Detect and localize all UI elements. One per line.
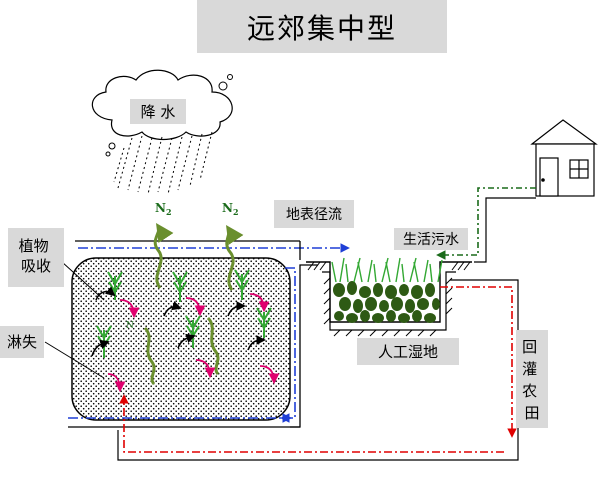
uptake-arrow-1 <box>95 286 116 301</box>
wetland-label: 人工湿地 <box>378 343 438 361</box>
n2-gas-arrow-right <box>225 225 244 291</box>
n2-label-right: N2 <box>222 201 239 217</box>
uptake-arrow-2 <box>163 301 182 317</box>
irrigation-label: 回 灌 农 田 <box>522 338 542 422</box>
farmland-soil <box>71 257 291 421</box>
surface-runoff-label: 地表径流 <box>286 207 342 223</box>
leach-arrow-3 <box>249 293 270 313</box>
plant-uptake-callout <box>61 261 105 301</box>
sewage-flow-arrow <box>436 187 536 260</box>
rain-label: 降 水 <box>141 103 176 121</box>
leaching-callout <box>44 341 105 379</box>
leaching-label-box <box>0 326 44 358</box>
leach-arrow-2 <box>185 297 206 317</box>
domestic-sewage-label: 生活污水 <box>403 232 459 248</box>
leach-arrow-1 <box>119 299 140 319</box>
irrigation-label-box <box>516 330 548 428</box>
uptake-arrow-4 <box>91 339 110 357</box>
uptake-arrow-5 <box>177 333 196 349</box>
n2-inner-wave-2 <box>206 316 220 376</box>
page-title: 远郊集中型 <box>197 0 447 53</box>
plant-uptake-label: 植物 吸收 <box>19 237 54 275</box>
plant-uptake-label-box <box>8 228 64 287</box>
uptake-arrow-6 <box>247 335 266 351</box>
irrigation-pipe <box>117 279 519 461</box>
rain-lines <box>113 131 213 195</box>
domestic-sewage-label-box <box>394 228 468 250</box>
pipe-to-wetland <box>290 264 318 428</box>
n-inner-label: N <box>126 321 134 331</box>
rain-label-box <box>130 99 186 124</box>
n2-gas-arrow-left <box>153 223 174 289</box>
leach-arrow-5 <box>195 359 216 379</box>
n2-label-left: N2 <box>155 201 172 217</box>
leach-arrow-4 <box>107 373 126 393</box>
wetland-label-box <box>357 338 459 365</box>
sewage-pipe <box>474 197 536 263</box>
irrigation-return-arrow-down <box>440 286 517 438</box>
n2-inner-wave-1 <box>143 326 156 386</box>
house-icon <box>530 119 598 197</box>
leaching-label: 淋失 <box>7 333 37 351</box>
surface-runoff-label-box <box>274 200 354 228</box>
irrigation-return-arrow-field <box>119 394 504 453</box>
uptake-arrow-3 <box>227 301 246 317</box>
wetland-basin <box>306 257 472 337</box>
leach-arrow-6 <box>259 365 280 385</box>
